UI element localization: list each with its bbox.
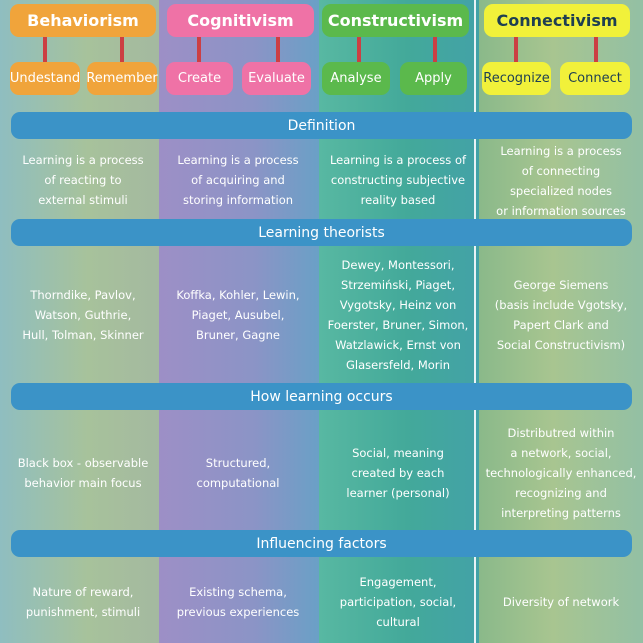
pill-recognize: Recognize <box>482 62 551 95</box>
connector-line <box>197 37 201 63</box>
factors-behaviorism: Nature of reward, punishment, stimuli <box>8 563 158 641</box>
cell-text: Koffka, Kohler, Lewin, Piaget, Ausubel, … <box>176 288 300 342</box>
cell-text: Black box - observable behavior main foc… <box>17 456 149 490</box>
cell-text: Learning is a process of connecting spec… <box>496 144 626 218</box>
connector-line <box>594 37 598 63</box>
theorists-connectivism: George Siemens (basis include Vgotsky, P… <box>480 250 642 380</box>
section-how-learning-occurs: How learning occurs <box>11 383 632 410</box>
cell-text: Existing schema, previous experiences <box>176 585 300 619</box>
cell-text: Learning is a process of reacting to ext… <box>22 153 144 207</box>
cell-text: Nature of reward, punishment, stimuli <box>25 585 141 619</box>
header-connectivism: Connectivism <box>484 4 630 37</box>
section-definition: Definition <box>11 112 632 139</box>
connector-line <box>514 37 518 63</box>
connector-line <box>276 37 280 63</box>
factors-connectivism: Diversity of network <box>480 563 642 641</box>
section-influencing-factors: Influencing factors <box>11 530 632 557</box>
pill-create: Create <box>166 62 233 95</box>
cell-text: Distributred within a network, social, t… <box>485 426 637 520</box>
cell-text: Learning is a process of acquiring and s… <box>177 153 299 207</box>
pill-apply: Apply <box>400 62 467 95</box>
cell-text: Dewey, Montessori, Strzemiński, Piaget, … <box>327 258 469 372</box>
cell-text: Structured, computational <box>196 456 280 490</box>
definition-connectivism: Learning is a process of connecting spec… <box>480 140 642 222</box>
theorists-constructivism: Dewey, Montessori, Strzemiński, Piaget, … <box>318 250 478 380</box>
header-behaviorism: Behaviorism <box>10 4 156 37</box>
theorists-cognitivism: Koffka, Kohler, Lewin, Piaget, Ausubel, … <box>163 250 313 380</box>
definition-constructivism: Learning is a process of constructing su… <box>318 142 478 218</box>
cell-text: Learning is a process of constructing su… <box>329 153 467 207</box>
cell-text: Social, meaning created by each learner … <box>346 446 450 500</box>
cell-text: Diversity of network <box>502 595 620 609</box>
pill-connect: Connect <box>560 62 630 95</box>
section-learning-theorists: Learning theorists <box>11 219 632 246</box>
occurs-cognitivism: Structured, computational <box>163 414 313 532</box>
cell-text: George Siemens (basis include Vgotsky, P… <box>494 278 628 352</box>
cell-text: Thorndike, Pavlov, Watson, Guthrie, Hull… <box>22 288 144 342</box>
factors-cognitivism: Existing schema, previous experiences <box>163 563 313 641</box>
header-constructivism: Constructivism <box>322 4 469 37</box>
column-divider <box>474 0 476 643</box>
definition-cognitivism: Learning is a process of acquiring and s… <box>163 142 313 218</box>
occurs-connectivism: Distributred within a network, social, t… <box>480 414 642 532</box>
occurs-behaviorism: Black box - observable behavior main foc… <box>8 414 158 532</box>
connector-line <box>433 37 437 63</box>
pill-remember: Remember <box>86 62 158 95</box>
pill-undestand: Undestand <box>10 62 80 95</box>
connector-line <box>120 37 124 63</box>
theorists-behaviorism: Thorndike, Pavlov, Watson, Guthrie, Hull… <box>8 250 158 380</box>
cell-text: Engagement, participation, social, cultu… <box>339 575 457 629</box>
connector-line <box>357 37 361 63</box>
header-cognitivism: Cognitivism <box>167 4 314 37</box>
connector-line <box>43 37 47 63</box>
definition-behaviorism: Learning is a process of reacting to ext… <box>8 142 158 218</box>
factors-constructivism: Engagement, participation, social, cultu… <box>318 563 478 641</box>
pill-analyse: Analyse <box>322 62 390 95</box>
occurs-constructivism: Social, meaning created by each learner … <box>318 414 478 532</box>
pill-evaluate: Evaluate <box>242 62 311 95</box>
